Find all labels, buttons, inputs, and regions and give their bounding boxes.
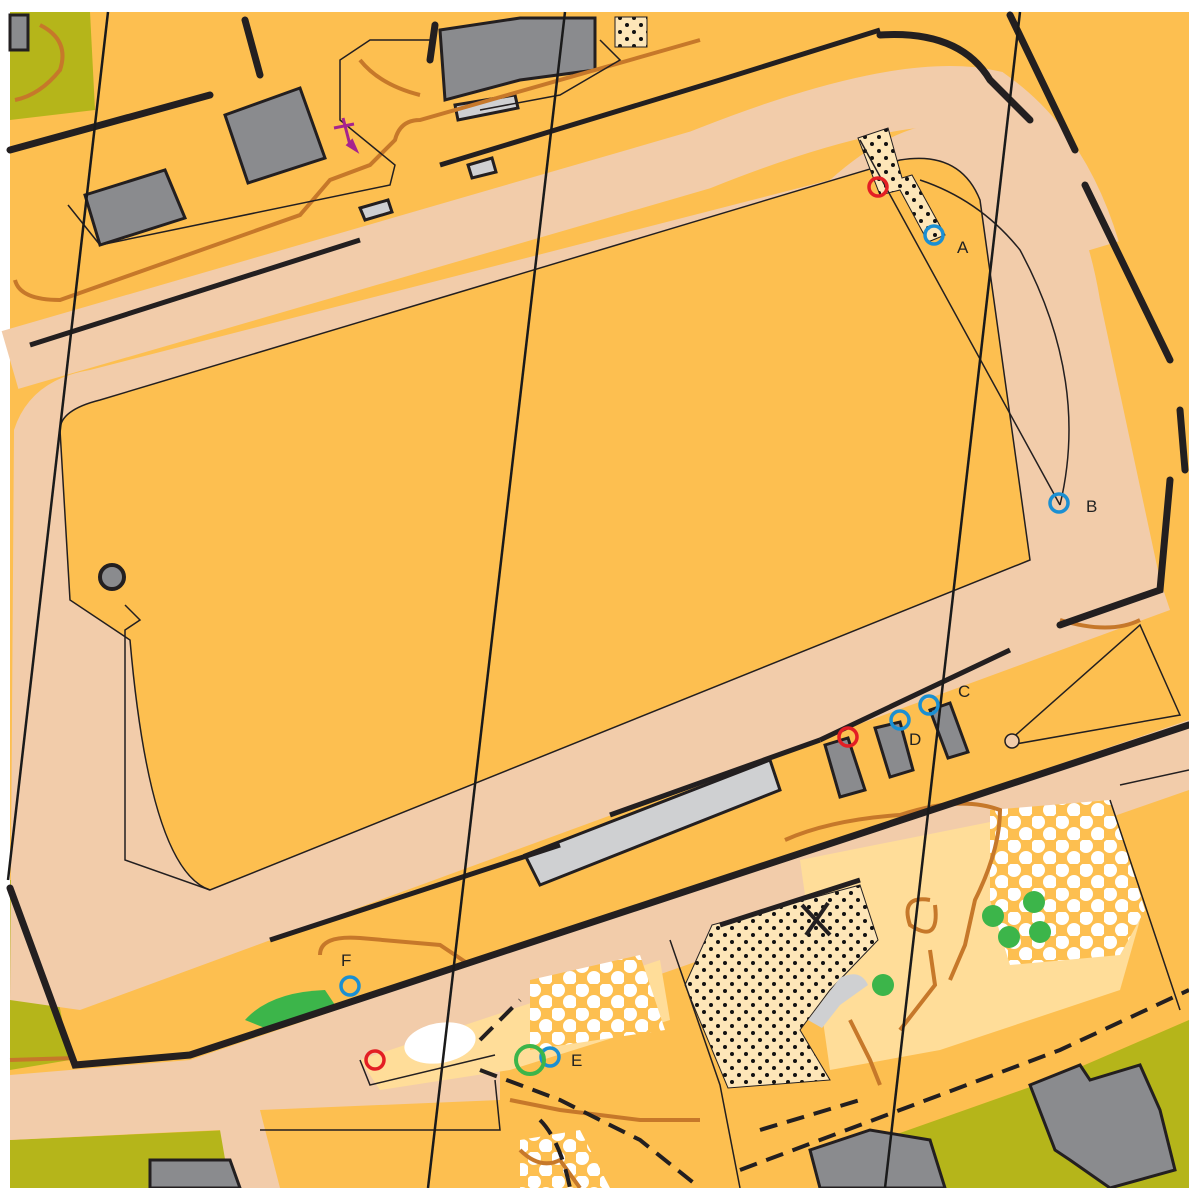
- control-blue-a: [923, 224, 945, 246]
- canopy-small-2: [357, 198, 394, 222]
- fence-top-center: [426, 21, 439, 64]
- fence-top-left: [6, 91, 214, 154]
- open-land-dots-bottom: [520, 1130, 610, 1188]
- lower-paved-area: [10, 720, 1189, 1188]
- grandstand-roof: [522, 758, 782, 887]
- red-controls[interactable]: [364, 176, 889, 1071]
- building-bottom-center: [808, 1128, 947, 1188]
- course-start-marker-icon: [333, 117, 360, 154]
- main-fence-bottom: [6, 721, 1189, 1069]
- label-c: C: [958, 682, 970, 701]
- rock-formation: [808, 974, 868, 1028]
- label-e: E: [571, 1051, 582, 1070]
- open-land-dots-center: [530, 955, 665, 1050]
- control-blue-c: [918, 694, 940, 716]
- control-red-d: [837, 726, 859, 748]
- fence-top-right: [876, 31, 1034, 124]
- label-d: D: [909, 730, 921, 749]
- control-red-e: [364, 1049, 386, 1071]
- fence-right-2: [1081, 181, 1174, 364]
- track-upper-curve: [1, 66, 1119, 389]
- blue-controls[interactable]: [339, 224, 1070, 1068]
- footpaths: [478, 988, 1189, 1188]
- sandy-area-bottom: [684, 884, 879, 1089]
- building-top-left: [8, 13, 30, 52]
- small-point-icon: [1004, 733, 1020, 749]
- map-frame-left: [0, 0, 10, 1188]
- canopies: [357, 93, 782, 887]
- label-b: B: [1086, 497, 1097, 516]
- label-f: F: [341, 951, 351, 970]
- contour-lines: [9, 23, 1141, 1188]
- green-control-e[interactable]: [514, 1044, 546, 1076]
- fence-right-4: [1056, 476, 1174, 629]
- building-square: [223, 86, 327, 185]
- control-blue-f: [339, 975, 361, 997]
- control-blue-e: [539, 1046, 561, 1068]
- tree-2: [1023, 891, 1045, 913]
- area-outlines: [67, 39, 1189, 1188]
- fence-top-3: [241, 16, 264, 79]
- walls-and-fences: [6, 11, 1189, 1069]
- building-bottom-left: [148, 1158, 242, 1188]
- map-frame-top: [0, 0, 1189, 12]
- tree-5: [872, 974, 894, 996]
- sandy-square-top: [614, 16, 648, 48]
- thin-fences: [29, 27, 1012, 943]
- building-small-left: [83, 168, 188, 247]
- track-inner-field: [59, 157, 1031, 891]
- white-patch: [404, 1022, 476, 1064]
- magnetic-north-lines: [6, 11, 1022, 1188]
- control-red-top: [867, 176, 889, 198]
- label-a: A: [957, 238, 969, 257]
- building-bottom-right: [1028, 1063, 1177, 1188]
- green-features: [245, 891, 1051, 1030]
- control-blue-d: [889, 709, 911, 731]
- tree-4: [1029, 921, 1051, 943]
- open-land-dots-right: [990, 800, 1145, 965]
- fence-right-1: [1006, 11, 1079, 154]
- canopy-small-1: [466, 156, 498, 180]
- tree-1: [982, 905, 1004, 927]
- tree-3: [998, 926, 1020, 948]
- green-hedge: [245, 990, 335, 1030]
- cross-marker-icon: [800, 901, 832, 937]
- post-marker-icon: [98, 563, 126, 591]
- control-blue-b: [1048, 492, 1070, 514]
- fence-right-3: [1176, 406, 1189, 474]
